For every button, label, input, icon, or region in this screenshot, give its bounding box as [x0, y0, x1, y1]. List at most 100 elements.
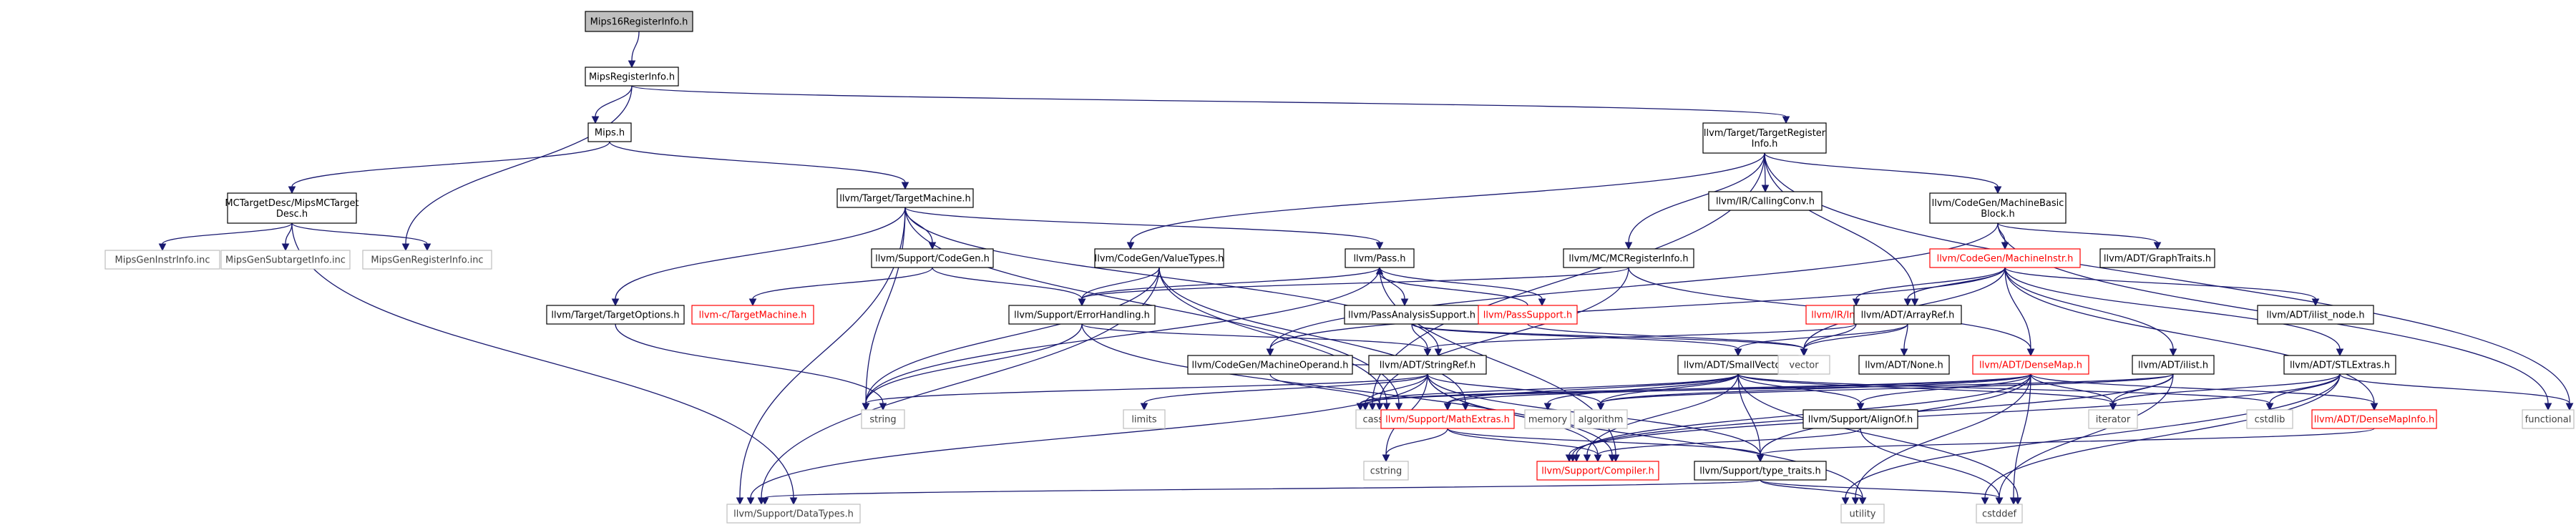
edge-stlx-to-compiler [1565, 373, 2341, 463]
edge-line [2004, 267, 2316, 300]
node-box [1858, 355, 1950, 375]
node-label: Mips.h [595, 128, 625, 139]
node-iterator: iterator [2088, 409, 2138, 429]
edge-line [291, 222, 794, 499]
node-topts[interactable]: llvm/Target/TargetOptions.h [546, 305, 685, 325]
node-label: string [869, 415, 896, 426]
node-box [1524, 409, 1571, 429]
edge-line [2004, 267, 2031, 350]
edge-line [291, 222, 428, 245]
arrowhead-icon [1382, 454, 1390, 463]
node-label: llvm/ADT/None.h [1865, 360, 1943, 371]
node-vt[interactable]: llvm/CodeGen/ValueTypes.h [1094, 248, 1224, 268]
node-dm[interactable]: llvm/ADT/DenseMap.h [1972, 355, 2089, 375]
edge-line [1447, 373, 1739, 404]
edge-line [1269, 222, 1999, 350]
node-stlx[interactable]: llvm/ADT/STLExtras.h [2283, 355, 2396, 375]
arrowhead-icon [1594, 454, 1602, 463]
arrowhead-icon [1608, 454, 1616, 463]
node-mathx[interactable]: llvm/Support/MathExtras.h [1380, 409, 1515, 429]
arrowhead-icon [1911, 298, 1919, 307]
edge-line [2030, 373, 2375, 404]
node-mi[interactable]: llvm/CodeGen/MachineInstr.h [1929, 248, 2081, 268]
node-mips[interactable]: Mips.h [587, 122, 632, 142]
arrowhead-icon [1761, 185, 1770, 193]
edge-tm-to-string [862, 207, 906, 411]
node-label: llvm/CodeGen/MachineOperand.h [1191, 360, 1348, 371]
edge-line [2030, 373, 2114, 404]
node-pass[interactable]: llvm/Pass.h [1345, 248, 1415, 268]
node-callconv[interactable]: llvm/IR/CallingConv.h [1708, 191, 1823, 211]
node-label: llvm/Pass.h [1353, 254, 1405, 265]
node-gt[interactable]: llvm/ADT/GraphTraits.h [2099, 248, 2215, 268]
arrowhead-icon [1538, 298, 1546, 307]
edge-line [1760, 479, 1863, 499]
edge-supcg-to-ctm [748, 267, 933, 307]
node-box [1972, 355, 2089, 375]
node-ilist[interactable]: llvm/ADT/ilist.h [2132, 355, 2215, 375]
arrowhead-icon [1756, 454, 1765, 463]
edge-line [609, 141, 906, 183]
node-ps[interactable]: llvm/PassSupport.h [1478, 305, 1578, 325]
node-label: Info.h [1752, 139, 1778, 149]
edge-vt-to-datatypes [757, 267, 1160, 506]
arrowhead-icon [2565, 403, 2574, 411]
arrowhead-icon [2001, 242, 2009, 250]
node-genreg: MipsGenRegisterInfo.inc [362, 250, 492, 270]
arrowhead-icon [1851, 497, 1860, 506]
node-tm[interactable]: llvm/Target/TargetMachine.h [836, 188, 974, 208]
node-dmi[interactable]: llvm/ADT/DenseMapInfo.h [2311, 409, 2437, 429]
node-mipsreg[interactable]: MipsRegisterInfo.h [585, 67, 679, 87]
edge-line [1984, 373, 2341, 499]
node-label: llvm/Support/CodeGen.h [875, 254, 990, 265]
node-supcg[interactable]: llvm/Support/CodeGen.h [871, 248, 994, 268]
edge-mipsreg-to-tri [631, 85, 1790, 124]
node-alignof[interactable]: llvm/Support/AlignOf.h [1802, 409, 1918, 429]
edge-line [1907, 267, 2006, 300]
arrowhead-icon [901, 182, 909, 190]
node-box [2257, 305, 2374, 325]
node-ilistnode[interactable]: llvm/ADT/ilist_node.h [2257, 305, 2374, 325]
node-none[interactable]: llvm/ADT/None.h [1858, 355, 1950, 375]
edge-line [1081, 323, 1428, 350]
node-label: llvm/PassSupport.h [1483, 310, 1573, 321]
arrowhead-icon [1443, 403, 1452, 411]
edge-stlx-to-utility [1841, 373, 2341, 506]
node-cstddef: cstddef [1976, 504, 2023, 524]
edge-line [1081, 323, 1613, 456]
node-ctm[interactable]: llvm-c/TargetMachine.h [691, 305, 814, 325]
arrowhead-icon [1583, 454, 1591, 463]
node-sref[interactable]: llvm/ADT/StringRef.h [1368, 355, 1487, 375]
node-datatypes: llvm/Support/DataTypes.h [726, 504, 861, 524]
node-label: llvm/IR/CallingConv.h [1716, 197, 1815, 207]
node-label: llvm/ADT/StringRef.h [1380, 360, 1475, 371]
edge-svec-to-iterator [1737, 373, 2117, 411]
edge-sref-to-datatypes [746, 373, 1428, 506]
node-pas[interactable]: llvm/PassAnalysisSupport.h [1344, 305, 1480, 325]
edge-mi-to-stlx [2004, 267, 2344, 357]
node-label: iterator [2096, 415, 2131, 426]
edge-line [865, 267, 1380, 404]
node-box [861, 409, 905, 429]
node-mcreg[interactable]: llvm/MC/MCRegisterInfo.h [1563, 248, 1694, 268]
edge-vt-to-string [862, 267, 1160, 411]
edge-line [405, 85, 633, 245]
node-compiler[interactable]: llvm/Support/Compiler.h [1536, 461, 1659, 481]
edge-pass-to-ps [1379, 267, 1546, 307]
edge-line [2112, 373, 2341, 404]
node-root[interactable]: Mips16RegisterInfo.h [585, 11, 693, 32]
arrowhead-icon [1368, 403, 1377, 411]
edge-typetraits-to-cstddef [1760, 479, 2004, 506]
edge-ilist-to-cassert [1356, 373, 2174, 411]
node-arrayref[interactable]: llvm/ADT/ArrayRef.h [1853, 305, 1962, 325]
edge-line [291, 141, 610, 187]
node-label: llvm/Support/DataTypes.h [733, 509, 854, 520]
edge-vt-to-cassert [1158, 267, 1391, 411]
node-mo[interactable]: llvm/CodeGen/MachineOperand.h [1187, 355, 1353, 375]
edge-root-to-mipsreg [628, 31, 640, 69]
node-err[interactable]: llvm/Support/ErrorHandling.h [1008, 305, 1156, 325]
node-typetraits[interactable]: llvm/Support/type_traits.h [1694, 461, 1827, 481]
